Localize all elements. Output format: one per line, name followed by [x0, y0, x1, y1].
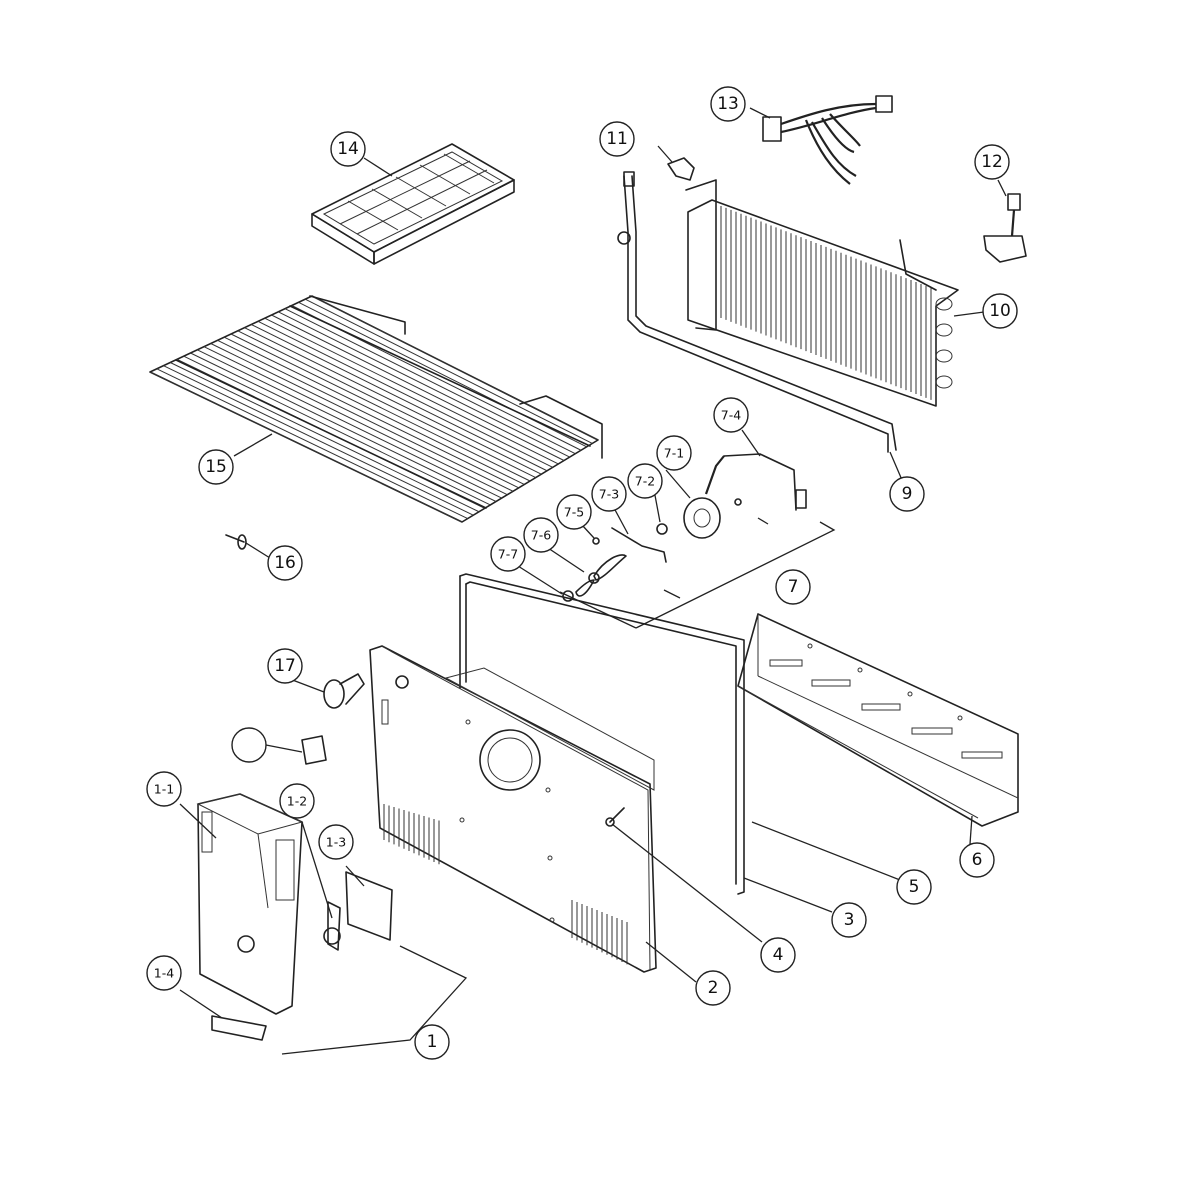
- svg-text:6: 6: [972, 850, 983, 870]
- callout-1: 1: [414, 1024, 450, 1060]
- callout-7-3: 7-3: [591, 476, 627, 512]
- svg-text:7-7: 7-7: [498, 547, 518, 562]
- defrost-thermostat: [983, 193, 1027, 263]
- wire-shelf: [149, 295, 603, 523]
- callout-7-6: 7-6: [523, 517, 559, 553]
- svg-text:7-5: 7-5: [564, 505, 584, 520]
- callout-13: 14: [330, 131, 366, 167]
- svg-text:4: 4: [773, 945, 784, 965]
- callout-10: 11: [599, 121, 635, 157]
- svg-text:9: 9: [902, 484, 913, 504]
- callout-7-1: 7-1: [656, 435, 692, 471]
- svg-text:3: 3: [844, 910, 855, 930]
- svg-text:1-2: 1-2: [287, 794, 307, 809]
- svg-text:13: 13: [717, 94, 739, 114]
- callout-bubbles: 14 13 11 12 10 15 9 7-4 7-1 7-2 7-3: [146, 86, 1018, 1060]
- svg-text:12: 12: [981, 152, 1003, 172]
- callout-6: 6: [959, 842, 995, 878]
- callout-7: 7: [775, 569, 811, 605]
- shelf-pin: [225, 534, 271, 559]
- svg-text:1-4: 1-4: [154, 966, 174, 981]
- light-bulb: [323, 673, 365, 709]
- svg-text:1-3: 1-3: [326, 835, 346, 850]
- callout-1-2: 1-2: [279, 783, 315, 819]
- svg-text:7-1: 7-1: [664, 446, 684, 461]
- back-panel: [369, 645, 657, 973]
- svg-text:14: 14: [337, 139, 359, 159]
- svg-text:10: 10: [989, 301, 1011, 321]
- callout-11: 12: [974, 144, 1010, 180]
- svg-text:7-2: 7-2: [635, 474, 655, 489]
- callout-8: 9: [889, 476, 925, 512]
- callout-9: 10: [982, 293, 1018, 329]
- svg-text:1-1: 1-1: [154, 782, 174, 797]
- svg-text:11: 11: [606, 129, 628, 149]
- svg-text:1: 1: [427, 1032, 438, 1052]
- callout-7-7: 7-7: [490, 536, 526, 572]
- svg-text:15: 15: [205, 457, 227, 477]
- fan-motor-assembly: [559, 453, 836, 629]
- callout-14: 15: [198, 449, 234, 485]
- svg-text:7: 7: [788, 577, 799, 597]
- evaporator: [617, 171, 959, 453]
- svg-text:5: 5: [909, 877, 920, 897]
- callout-1-4: 1-4: [146, 955, 182, 991]
- svg-text:7-6: 7-6: [531, 528, 551, 543]
- svg-text:17: 17: [274, 656, 296, 676]
- callout-7-5: 7-5: [556, 494, 592, 530]
- svg-text:2: 2: [708, 978, 719, 998]
- callout-7-4: 7-4: [713, 397, 749, 433]
- callout-1-1: 1-1: [146, 771, 182, 807]
- svg-text:16: 16: [274, 553, 296, 573]
- callout-12: 13: [710, 86, 746, 122]
- callout-4: 4: [760, 937, 796, 973]
- callout-1-3: 1-3: [318, 824, 354, 860]
- screw: [605, 807, 625, 827]
- rear-bracket: [737, 613, 1019, 827]
- svg-text:7-4: 7-4: [721, 408, 741, 423]
- wire-harness: [762, 95, 893, 185]
- callout-3: 3: [831, 902, 867, 938]
- callout-17: [231, 727, 267, 763]
- door-gasket: [459, 573, 745, 895]
- callout-7-2: 7-2: [627, 463, 663, 499]
- callout-2: 2: [695, 970, 731, 1006]
- leader-lines: [179, 107, 1007, 1019]
- callout-15: 16: [267, 545, 303, 581]
- svg-text:7-3: 7-3: [599, 487, 619, 502]
- evaporator-clip: [657, 145, 695, 181]
- callout-16: 17: [267, 648, 303, 684]
- air-damper-assembly: [196, 793, 468, 1055]
- small-plate: [301, 735, 327, 765]
- callout-5: 5: [896, 869, 932, 905]
- ice-tray: [311, 143, 515, 265]
